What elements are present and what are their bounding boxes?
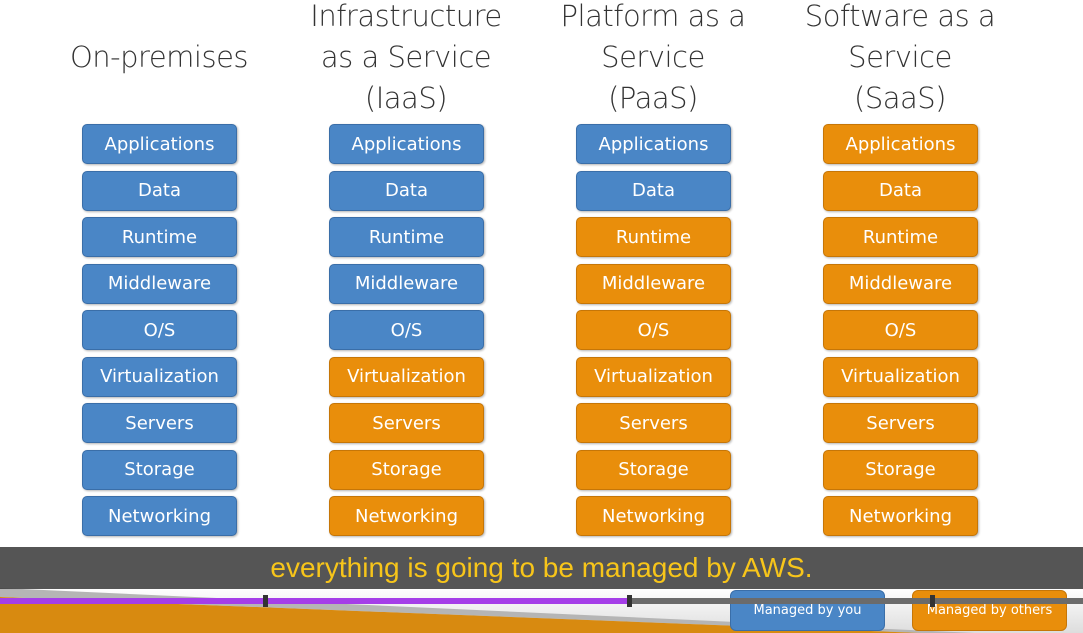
layer-servers: Servers — [82, 403, 237, 443]
layer-middleware: Middleware — [329, 263, 484, 304]
layer-servers: Servers — [823, 403, 978, 443]
layer-data: Data — [823, 170, 978, 211]
layer-middleware: Middleware — [576, 263, 731, 304]
layer-networking: Networking — [329, 496, 484, 536]
legend-managed-by-others: Managed by others — [912, 590, 1067, 631]
heading-line: Service — [848, 40, 952, 74]
heading-line: Infrastructure — [310, 0, 502, 33]
column-heading: Platform as a Service (PaaS) — [533, 0, 773, 119]
layer-runtime: Runtime — [576, 217, 731, 257]
layer-runtime: Runtime — [329, 217, 484, 257]
legend-managed-by-you: Managed by you — [730, 590, 885, 631]
layer-middleware: Middleware — [823, 263, 978, 304]
layer-os: O/S — [823, 310, 978, 350]
chapter-marker[interactable] — [263, 595, 268, 607]
heading-line: (PaaS) — [608, 81, 698, 115]
layer-os: O/S — [576, 310, 731, 350]
heading-line: Software as a — [804, 0, 996, 33]
layer-networking: Networking — [576, 496, 731, 536]
column-heading: On-premises — [39, 0, 279, 119]
layer-middleware: Middleware — [82, 263, 237, 304]
heading-line — [39, 0, 279, 37]
layer-data: Data — [576, 170, 731, 211]
layer-applications: Applications — [82, 124, 237, 164]
layer-os: O/S — [82, 310, 237, 350]
chapter-marker[interactable] — [627, 595, 632, 607]
layer-virtualization: Virtualization — [329, 356, 484, 397]
layer-data: Data — [329, 170, 484, 211]
heading-line: Service — [601, 40, 705, 74]
progress-played[interactable] — [0, 598, 633, 604]
layer-storage: Storage — [823, 449, 978, 490]
layer-storage: Storage — [82, 449, 237, 490]
column-heading: Software as a Service (SaaS) — [780, 0, 1020, 119]
subtitle-text: everything is going to be managed by AWS… — [270, 552, 813, 583]
layer-runtime: Runtime — [823, 217, 978, 257]
layer-os: O/S — [329, 310, 484, 350]
layer-storage: Storage — [576, 449, 731, 490]
heading-line — [39, 78, 279, 119]
layer-networking: Networking — [82, 496, 237, 536]
layer-virtualization: Virtualization — [823, 356, 978, 397]
layer-applications: Applications — [576, 124, 731, 164]
column-heading: Infrastructure as a Service (IaaS) — [286, 0, 526, 119]
layer-data: Data — [82, 170, 237, 211]
layer-storage: Storage — [329, 449, 484, 490]
layer-virtualization: Virtualization — [82, 356, 237, 397]
layer-servers: Servers — [329, 403, 484, 443]
subtitle-bar: everything is going to be managed by AWS… — [0, 547, 1083, 589]
heading-line: On-premises — [69, 40, 249, 74]
heading-line: (SaaS) — [854, 81, 947, 115]
layer-runtime: Runtime — [82, 217, 237, 257]
heading-line: as a Service — [320, 40, 492, 74]
layer-servers: Servers — [576, 403, 731, 443]
layer-applications: Applications — [329, 124, 484, 164]
heading-line: (IaaS) — [364, 81, 448, 115]
layer-virtualization: Virtualization — [576, 356, 731, 397]
layer-networking: Networking — [823, 496, 978, 536]
layer-applications: Applications — [823, 124, 978, 164]
heading-line: Platform as a — [560, 0, 746, 33]
chapter-marker[interactable] — [930, 595, 935, 607]
